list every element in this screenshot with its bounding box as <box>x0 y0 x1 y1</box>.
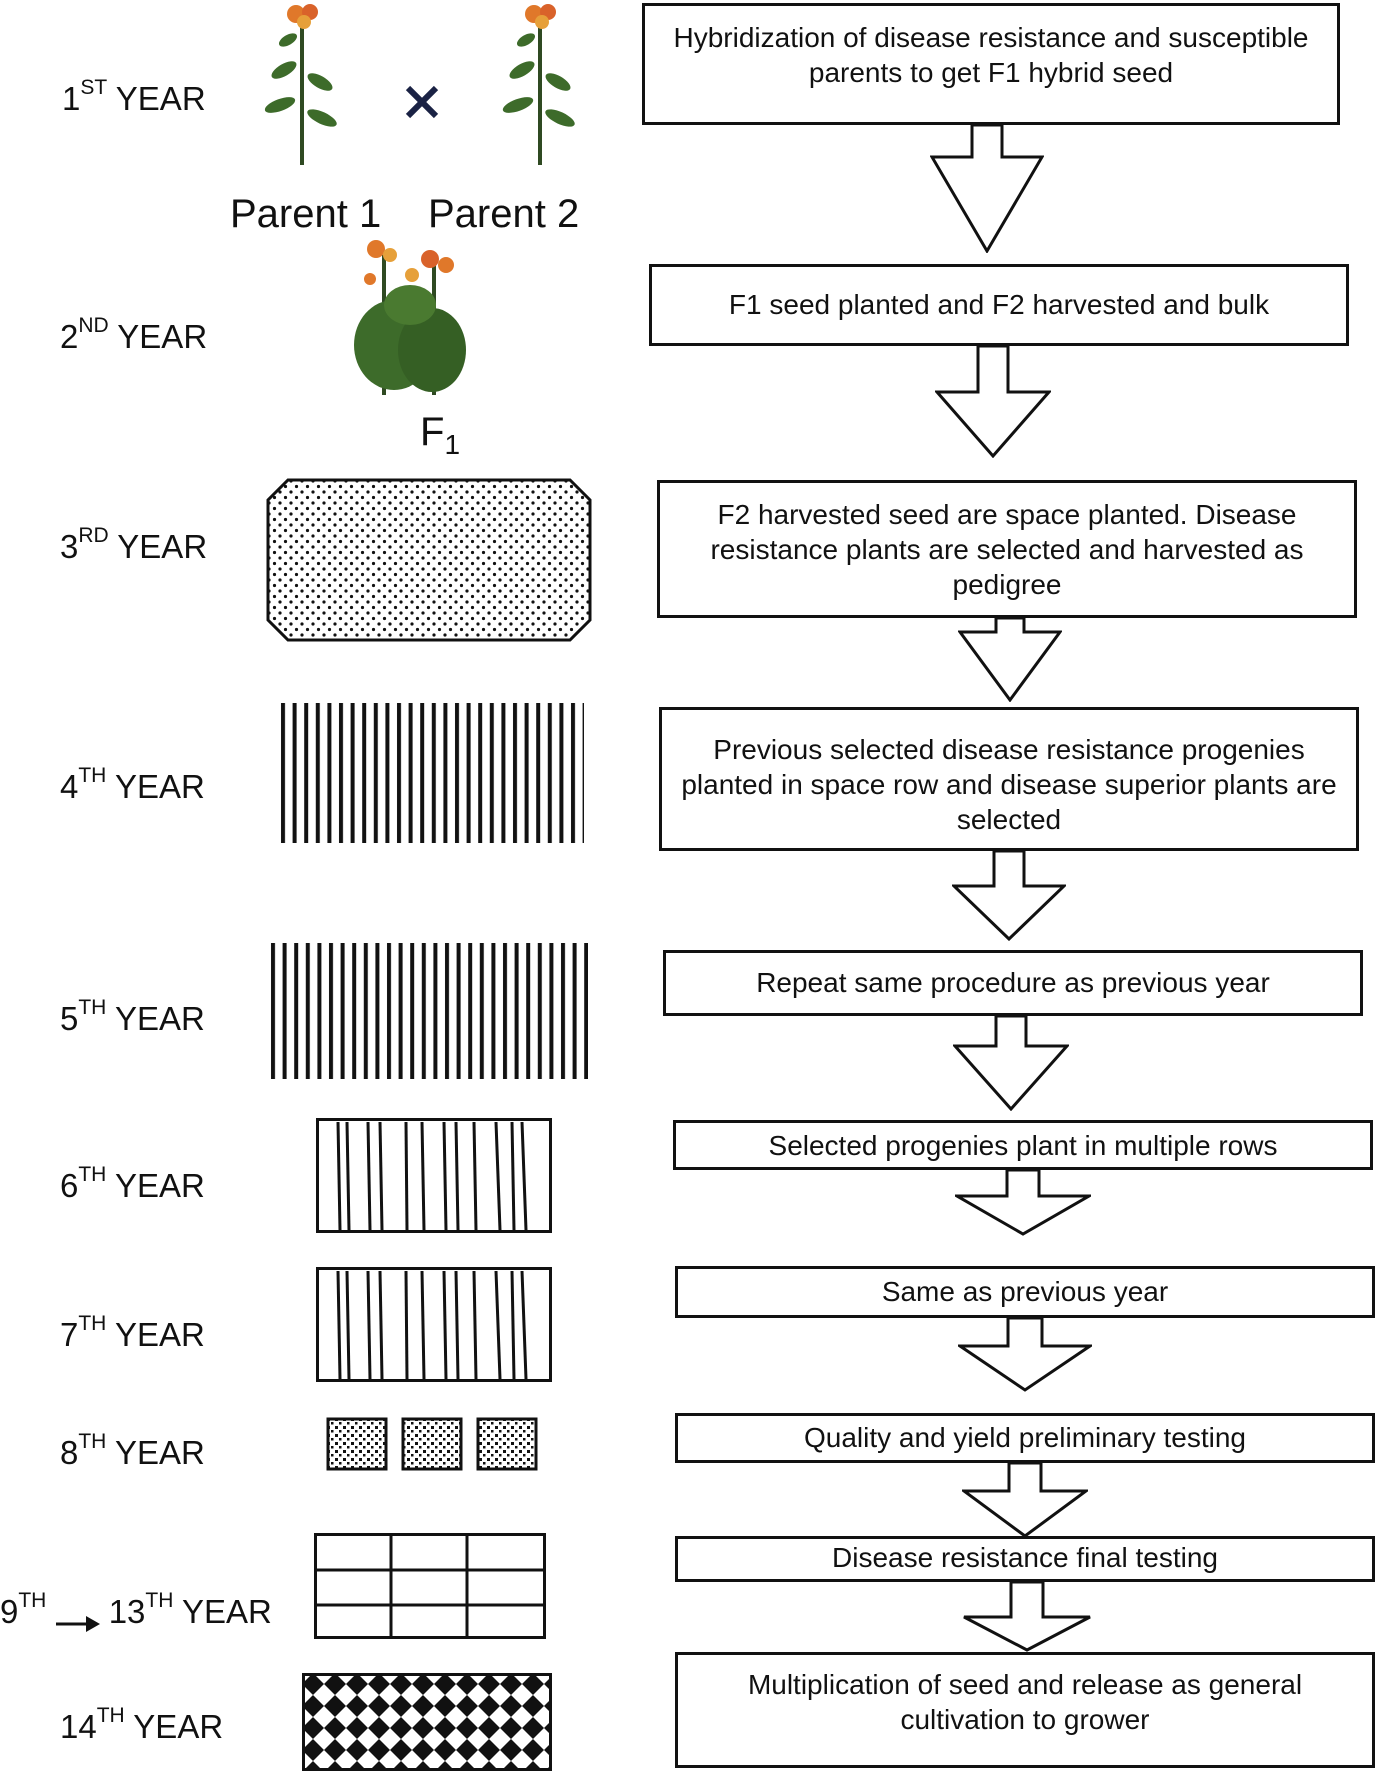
year-label-14: 14TH YEAR <box>60 1704 224 1745</box>
checkered-plot-icon <box>302 1673 552 1771</box>
year-label-6: 6TH YEAR <box>60 1163 205 1204</box>
down-arrow-5-icon <box>953 1016 1069 1111</box>
sparse-rows-plot-year7-icon <box>316 1267 552 1382</box>
parent1-plant-icon <box>264 4 337 165</box>
year-label-2: 2ND YEAR <box>60 314 208 355</box>
parent2-label: Parent 2 <box>428 192 580 236</box>
year-label-3: 3RD YEAR <box>60 524 208 565</box>
down-arrow-1-icon <box>930 125 1044 253</box>
right-arrow-icon <box>55 1604 100 1633</box>
dotted-plot-icon <box>266 478 592 642</box>
f1-plant-icon <box>354 240 466 395</box>
year-label-7: 7TH YEAR <box>60 1312 205 1353</box>
step-box-6: Selected progenies plant in multiple row… <box>673 1120 1373 1170</box>
down-arrow-4-icon <box>952 851 1066 941</box>
dense-rows-year5-icon <box>270 943 588 1079</box>
step-box-2: F1 seed planted and F2 harvested and bul… <box>649 264 1349 346</box>
step-box-4: Previous selected disease resistance pro… <box>659 707 1359 851</box>
down-arrow-7-icon <box>958 1318 1092 1392</box>
parent2-plant-icon <box>502 4 575 165</box>
grid-plots-icon <box>314 1533 546 1639</box>
year-label-5: 5TH YEAR <box>60 996 205 1037</box>
step-box-9: Disease resistance final testing <box>675 1536 1375 1582</box>
step-box-7: Same as previous year <box>675 1266 1375 1318</box>
stippled-plots-icon <box>326 1417 538 1471</box>
step-box-10: Multiplication of seed and release as ge… <box>675 1652 1375 1768</box>
down-arrow-3-icon <box>958 618 1062 702</box>
step-box-5: Repeat same procedure as previous year <box>663 950 1363 1016</box>
f1-label: F1 <box>420 410 461 460</box>
down-arrow-6-icon <box>955 1170 1091 1236</box>
cross-symbol-icon <box>405 85 439 119</box>
sparse-rows-plot-year6-icon <box>316 1118 552 1233</box>
step-box-1: Hybridization of disease resistance and … <box>642 3 1340 125</box>
step-box-8: Quality and yield preliminary testing <box>675 1413 1375 1463</box>
parent1-label: Parent 1 <box>230 192 382 236</box>
down-arrow-2-icon <box>935 346 1051 458</box>
down-arrow-9-icon <box>963 1582 1091 1652</box>
year-label-9-13: 9TH 13TH YEAR <box>0 1589 272 1633</box>
year-label-8: 8TH YEAR <box>60 1430 205 1471</box>
dense-rows-year4-icon <box>280 703 584 843</box>
year-label-1: 1ST YEAR <box>62 76 206 117</box>
step-box-3: F2 harvested seed are space planted. Dis… <box>657 480 1357 618</box>
down-arrow-8-icon <box>962 1463 1088 1538</box>
year-label-4: 4TH YEAR <box>60 764 205 805</box>
